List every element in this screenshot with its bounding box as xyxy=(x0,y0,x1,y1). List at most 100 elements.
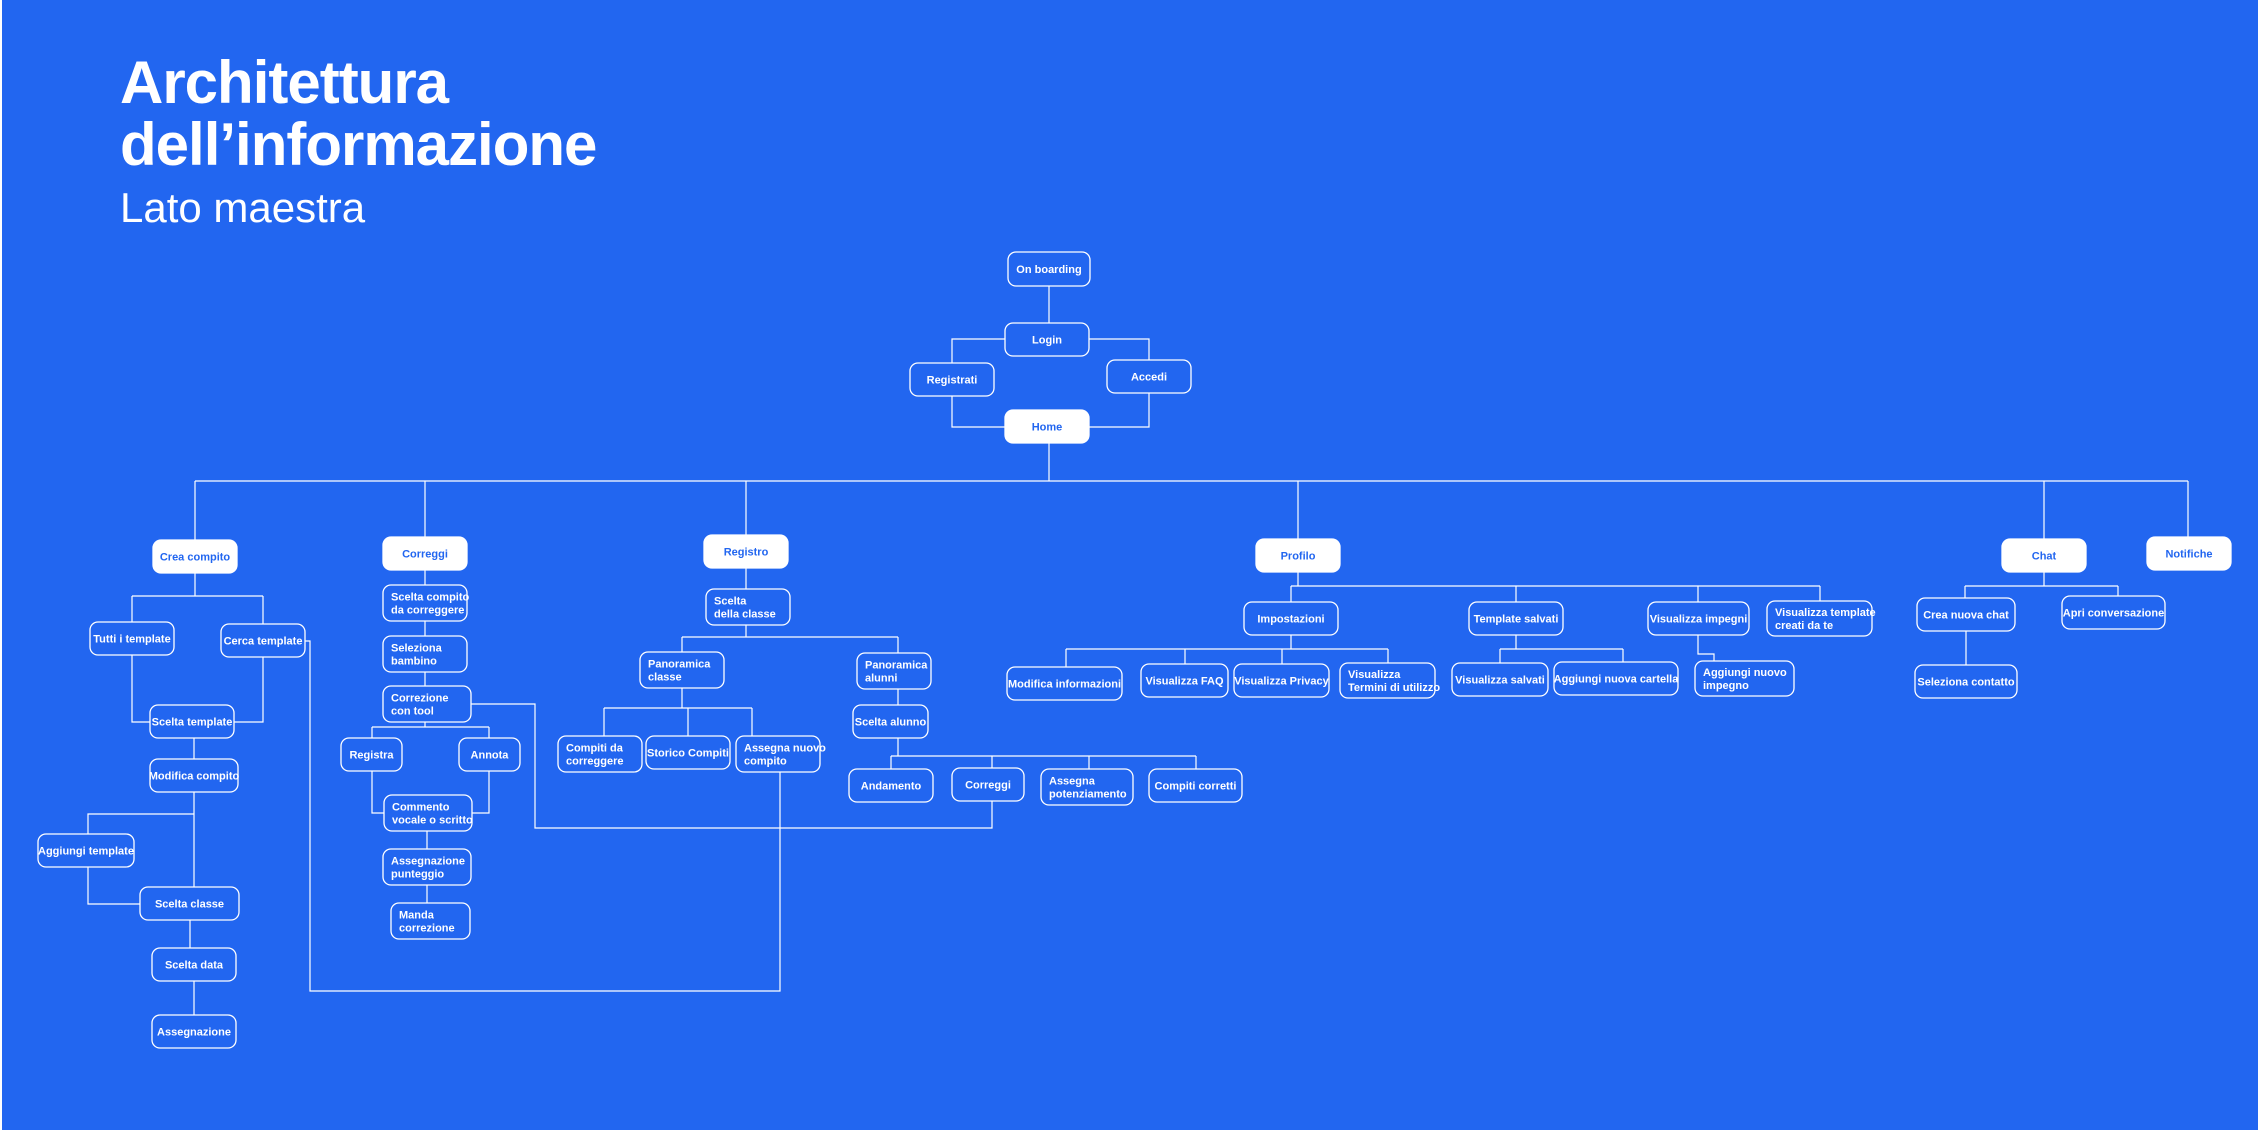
node-label-line: Modifica compito xyxy=(149,771,240,783)
node-box xyxy=(149,758,239,793)
node-label-line: Scelta compito xyxy=(391,592,470,604)
node-label-line: Assegna xyxy=(1049,776,1096,788)
node-label: Chat xyxy=(2032,551,2057,563)
node-label-line: Correggi xyxy=(965,780,1011,792)
node-box xyxy=(852,704,929,739)
page-title: Architettura dell’informazione xyxy=(120,52,597,176)
node-crea-compito: Crea compito xyxy=(152,539,238,574)
node-box xyxy=(1006,666,1123,701)
node-label-line: Notifiche xyxy=(2165,549,2212,561)
node-box xyxy=(639,651,725,689)
node-label: Crea nuova chat xyxy=(1923,610,2009,622)
node-box xyxy=(382,584,468,622)
node-box xyxy=(1339,662,1436,699)
node-crea-nuova-chat: Crea nuova chat xyxy=(1916,597,2016,632)
node-label-line: Scelta alunno xyxy=(855,717,927,729)
node-label-line: Scelta data xyxy=(165,960,224,972)
node-apri-conversazione: Apri conversazione xyxy=(2061,595,2166,630)
node-cerca-template: Cerca template xyxy=(220,623,306,658)
node-modifica-informazioni: Modifica informazioni xyxy=(1006,666,1123,701)
node-label-line: Assegna nuovo xyxy=(744,743,826,755)
node-box xyxy=(1243,601,1339,636)
node-label: Assegnazione xyxy=(157,1027,231,1039)
node-label-line: Assegnazione xyxy=(391,856,465,868)
node-box xyxy=(220,623,306,658)
node-label: Modifica compito xyxy=(149,771,240,783)
node-tutti-template: Tutti i template xyxy=(89,621,175,656)
node-label-line: Registrati xyxy=(927,375,978,387)
node-box xyxy=(1916,597,2016,632)
node-label-line: Visualizza Privacy xyxy=(1234,676,1329,688)
node-label: Login xyxy=(1032,335,1062,347)
node-box xyxy=(37,833,135,868)
node-visualizza-privacy: Visualizza Privacy xyxy=(1233,663,1330,698)
node-label-line: Panoramica xyxy=(865,660,928,672)
node-label-line: Template salvati xyxy=(1474,614,1559,626)
node-label: Aggiungi nuova cartella xyxy=(1554,674,1680,686)
node-box xyxy=(139,886,240,921)
node-box xyxy=(1040,768,1134,806)
node-box xyxy=(848,768,934,803)
node-label-line: Home xyxy=(1032,422,1063,434)
node-box xyxy=(382,536,468,571)
node-box xyxy=(1233,663,1330,698)
node-annota: Annota xyxy=(458,737,521,772)
node-label-line: Seleziona contatto xyxy=(1917,677,2014,689)
node-label: Visualizza Privacy xyxy=(1234,676,1329,688)
node-box xyxy=(1647,601,1750,636)
node-box xyxy=(151,1014,237,1049)
node-box xyxy=(382,635,468,673)
node-label-line: Correzione xyxy=(391,693,448,705)
node-label: Template salvati xyxy=(1474,614,1559,626)
node-box xyxy=(1004,322,1090,357)
node-box xyxy=(1914,664,2018,699)
node-label: Crea compito xyxy=(160,552,231,564)
node-aggiungi-cartella: Aggiungi nuova cartella xyxy=(1553,661,1680,696)
node-label-line: Cerca template xyxy=(224,636,303,648)
connector-line xyxy=(951,396,1005,428)
node-notifiche: Notifiche xyxy=(2146,536,2232,571)
node-box xyxy=(856,652,932,690)
node-label-line: Impostazioni xyxy=(1257,614,1324,626)
node-box xyxy=(735,735,821,773)
node-label-line: potenziamento xyxy=(1049,789,1127,801)
connector-line xyxy=(87,867,140,905)
node-label-line: Panoramica xyxy=(648,659,711,671)
node-label-line: con tool xyxy=(391,706,434,718)
node-label-line: Aggiungi nuova cartella xyxy=(1554,674,1680,686)
node-box xyxy=(390,902,471,940)
node-visualizza-impegni: Visualizza impegni xyxy=(1647,601,1750,636)
node-label: Impostazioni xyxy=(1257,614,1324,626)
node-label-line: Visualizza impegni xyxy=(1650,614,1748,626)
node-label: Correggi xyxy=(402,549,448,561)
node-box xyxy=(1148,768,1243,803)
node-label-line: Aggiungi template xyxy=(38,846,134,858)
node-box xyxy=(382,848,472,886)
node-label-line: Registra xyxy=(349,750,394,762)
node-label-line: correzione xyxy=(399,923,455,935)
node-box xyxy=(2146,536,2232,571)
node-storico-compiti: Storico Compiti xyxy=(645,735,731,770)
node-label: Modifica informazioni xyxy=(1008,679,1121,691)
node-label-line: Visualizza template xyxy=(1775,607,1876,619)
node-home: Home xyxy=(1004,409,1090,444)
node-label: Home xyxy=(1032,422,1063,434)
node-box xyxy=(382,685,472,723)
node-registrati: Registrati xyxy=(909,362,995,397)
node-box xyxy=(151,947,237,982)
connector-line xyxy=(471,703,993,829)
node-label: Storico Compiti xyxy=(647,748,729,760)
node-label-line: Andamento xyxy=(861,781,922,793)
node-label-line: Scelta template xyxy=(152,717,233,729)
node-label: Seleziona contatto xyxy=(1917,677,2014,689)
